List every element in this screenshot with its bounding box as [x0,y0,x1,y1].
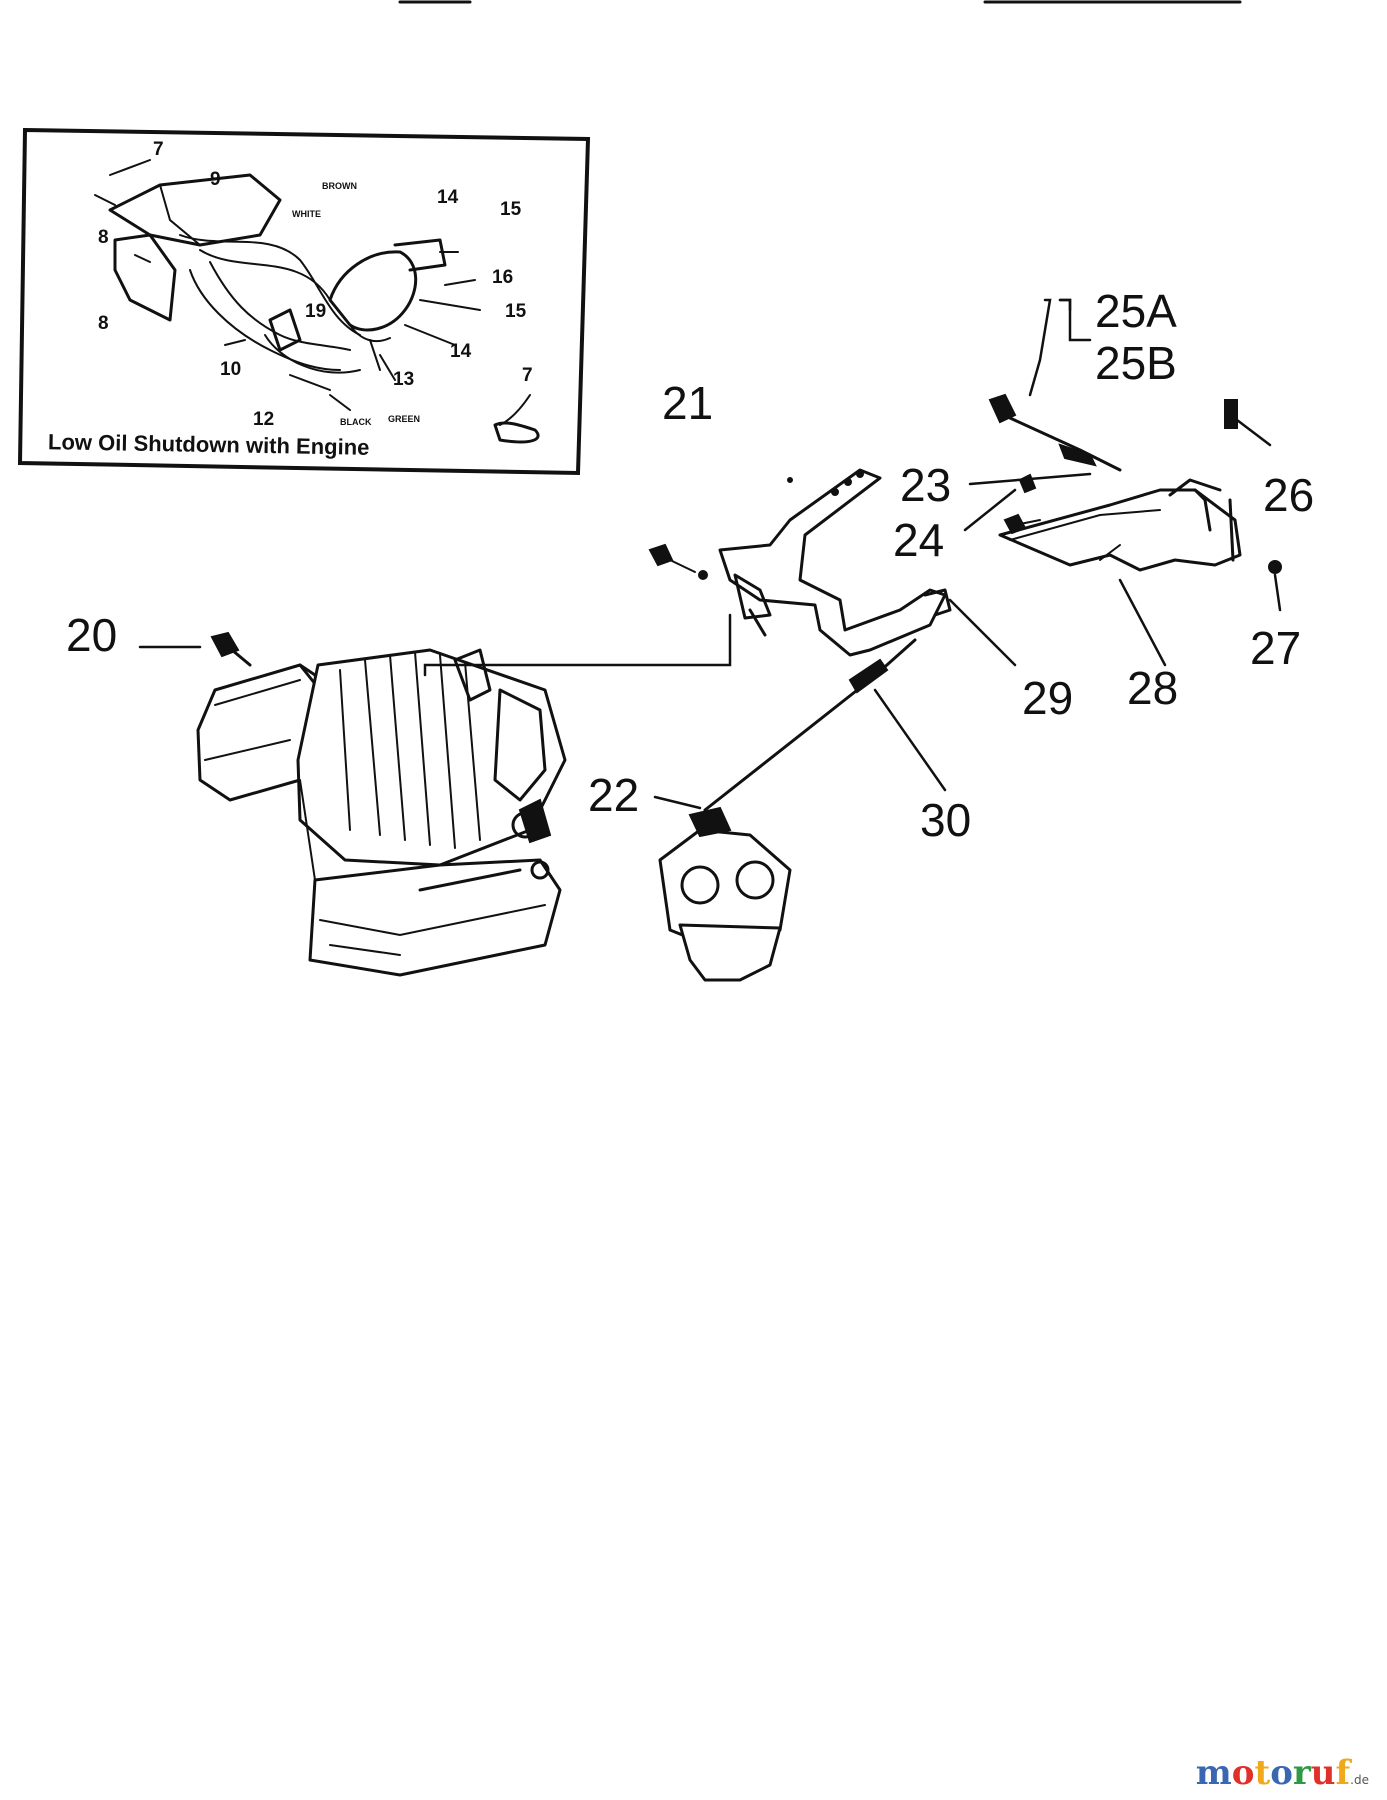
watermark-letter: o [1231,1753,1255,1793]
watermark-letter: t [1254,1753,1271,1793]
inset-callout: 13 [393,369,415,390]
callout-25a: 25A [1095,285,1177,337]
inset-callout: 15 [500,199,522,220]
inset-callout: 15 [505,301,527,322]
inset-callout: 14 [437,187,459,208]
watermark-letter: u [1310,1753,1336,1793]
inset-callout: 16 [492,267,514,288]
engine-leader [423,613,732,677]
inset-callout: 10 [220,359,242,380]
callout-23: 23 [900,459,952,511]
inset-callout: 12 [253,409,275,430]
motoruf-watermark: motoruf.de [1196,1756,1369,1790]
callout-28: 28 [1127,662,1179,714]
watermark-letter: m [1195,1753,1232,1793]
inset-wire-label: BROWN [322,181,357,191]
callout-26: 26 [1263,469,1315,521]
inset-wire-label: WHITE [292,209,321,219]
inset-box [17,127,591,476]
throttle-cable [703,638,947,812]
engine-assembly [196,648,567,977]
inset-wire-label: BLACK [340,417,372,427]
callout-24: 24 [893,514,945,566]
callout-21: 21 [662,377,714,429]
callout-30: 30 [920,794,972,846]
inset-caption: Low Oil Shutdown with Engine [47,429,370,460]
callout-25b: 25B [1095,337,1177,389]
inset-callout: 9 [210,169,221,190]
carburetor [653,795,792,982]
control-bracket [648,468,952,657]
inset-engine-sketch [94,159,540,444]
inset-callout: 8 [98,227,109,248]
callout-20: 20 [66,609,118,661]
inset-callout: 19 [305,301,327,322]
callout-22: 22 [588,769,640,821]
inset-callout: 8 [98,313,109,334]
inset-wire-label: GREEN [388,414,421,424]
inset-callout: 14 [450,341,472,362]
watermark-letter: r [1292,1753,1311,1793]
inset-callout: 7 [153,139,164,160]
governor-linkage [948,298,1282,667]
watermark-suffix: .de [1350,1773,1369,1787]
watermark-letter: f [1335,1753,1351,1793]
watermark-letter: o [1270,1753,1293,1793]
callout-29: 29 [1022,672,1074,724]
spark-plug [138,631,252,667]
callout-27: 27 [1250,622,1302,674]
inset-callout: 7 [522,365,533,386]
